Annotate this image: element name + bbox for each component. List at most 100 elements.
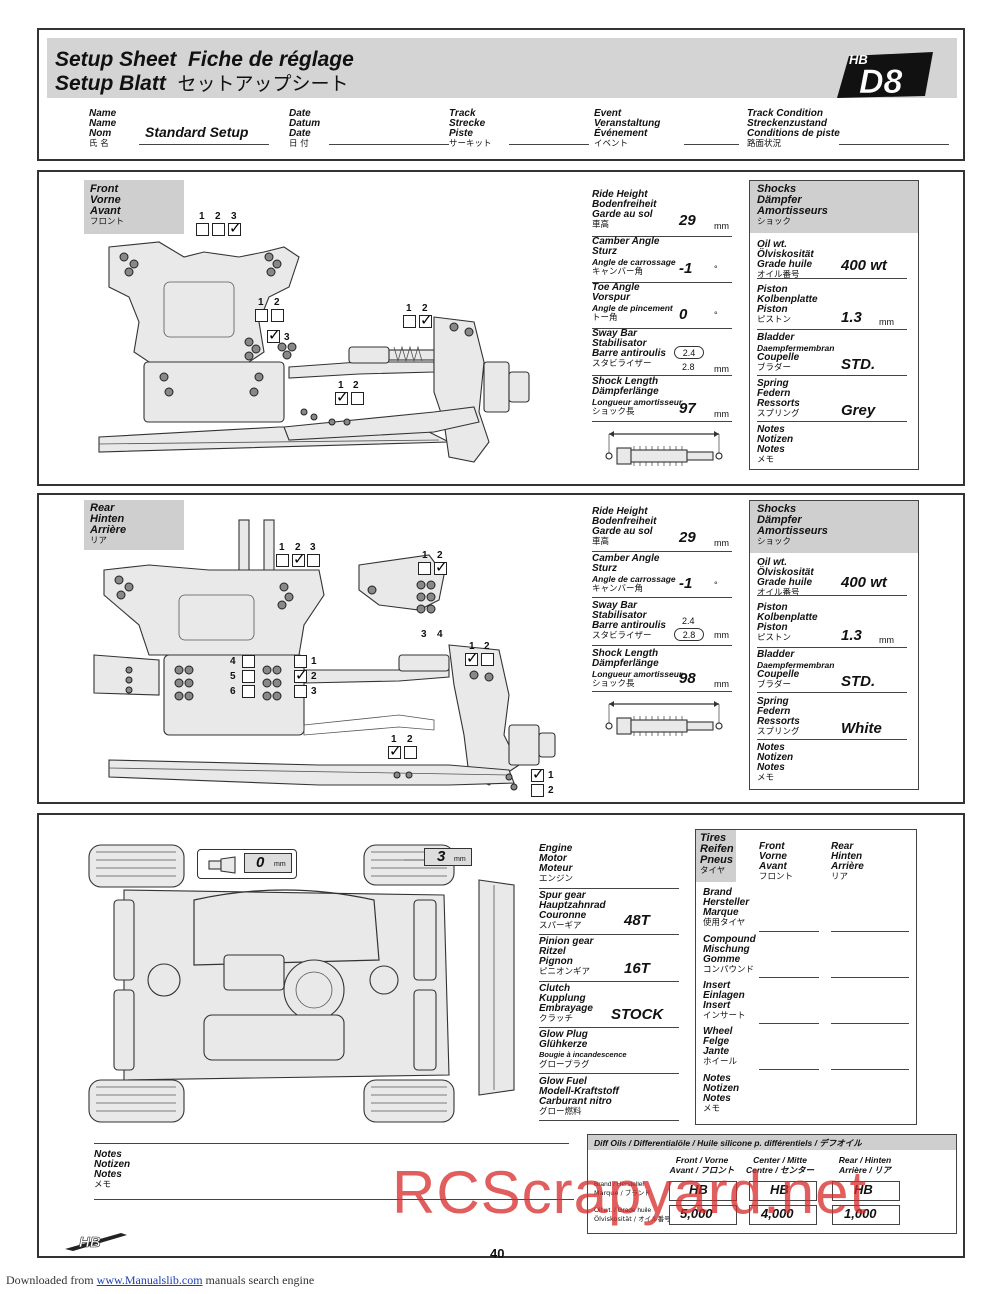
field-date: Date Datum Date 日 付	[289, 108, 321, 150]
rear-hubright-check-2[interactable]	[481, 653, 494, 666]
manualslib-link[interactable]: www.Manualslib.com	[96, 1273, 203, 1287]
front-shock-oil-value[interactable]: 400 wt	[841, 257, 887, 274]
diff-center-oil-value[interactable]: 4,000	[761, 1206, 794, 1221]
diff-front-brand-value[interactable]: HB	[689, 1182, 708, 1197]
rear-camber: Camber Angle Sturz Angle de carrossage キ…	[592, 553, 676, 595]
field-name-value[interactable]: Standard Setup	[145, 124, 249, 140]
front-inner-check-3[interactable]	[267, 326, 281, 344]
front-gap-value[interactable]: 0	[256, 854, 265, 871]
rear-armside-check-1[interactable]	[531, 765, 545, 783]
rear-tower-check-1[interactable]	[276, 554, 289, 567]
field-name: Name Name Nom 氏 名	[89, 108, 117, 150]
front-shock-bladder-value[interactable]: STD.	[841, 356, 876, 373]
front-hub-check-2[interactable]	[419, 311, 433, 329]
rear-innerright-num-1: 1	[311, 656, 317, 667]
front-inner-check-1[interactable]	[255, 309, 268, 322]
field-event: Event Veranstaltung Événement イベント	[594, 108, 661, 150]
rear-ride-height-value[interactable]: 29	[679, 529, 696, 546]
engine-label: Engine Motor Moteur エンジン	[539, 843, 574, 885]
rear-tower-check-3[interactable]	[307, 554, 320, 567]
rear-innerleft-check-5[interactable]	[242, 670, 255, 683]
clutch: Clutch Kupplung Embrayage クラッチ	[539, 983, 593, 1025]
d8-logo: HB D8	[837, 52, 933, 101]
front-inner-check-2[interactable]	[271, 309, 284, 322]
front-sway-option-1[interactable]: 2.4	[674, 346, 704, 359]
rear-sway-option-2[interactable]: 2.8	[674, 628, 704, 641]
front-tower-num-3: 3	[231, 211, 237, 222]
rear-hubright-num-1: 1	[469, 641, 475, 652]
front-shock-bladder: Bladder Daempfermembran Coupelle ブラダー	[757, 332, 835, 374]
diff-center-brand-value[interactable]: HB	[770, 1182, 789, 1197]
rear-hubbottom-num-4: 4	[437, 629, 443, 640]
rear-shock-oil-value[interactable]: 400 wt	[841, 574, 887, 591]
clutch-value[interactable]: STOCK	[611, 1006, 664, 1023]
rear-shock-spring: Spring Federn Ressorts スプリング	[757, 696, 800, 738]
front-shock-length-value[interactable]: 97	[679, 400, 696, 417]
rear-arm-check-2[interactable]	[404, 746, 417, 759]
title-jp-2: セットアップシート	[177, 73, 349, 95]
front-hub-check-1[interactable]	[403, 315, 416, 328]
diff-row-oil: Oil wt. / Grade huile Ölviskosität / オイル…	[594, 1207, 671, 1223]
hb-brand-logo: HB	[65, 1233, 127, 1251]
diff-rear-oil-value[interactable]: 1,000	[844, 1206, 877, 1221]
rear-armside-check-2[interactable]	[531, 784, 544, 797]
rear-innerleft-check-6[interactable]	[242, 685, 255, 698]
rear-camber-value[interactable]: -1	[679, 575, 693, 592]
front-arm-check-2[interactable]	[351, 392, 364, 405]
rear-hubtop-check-1[interactable]	[418, 562, 431, 575]
rear-innerright-check-3[interactable]	[294, 685, 307, 698]
glow-fuel: Glow Fuel Modell-Kraftstoff Carburant ni…	[539, 1076, 619, 1118]
front-shock-piston-value[interactable]: 1.3	[841, 309, 862, 326]
rear-hubtop-check-2[interactable]	[434, 558, 448, 576]
front-tower-num-2: 2	[215, 211, 221, 222]
rear-shock-piston: Piston Kolbenplatte Piston ピストン	[757, 602, 818, 644]
diff-front-oil-value[interactable]: 5,000	[680, 1206, 713, 1221]
rear-shocks-box	[749, 500, 919, 790]
rear-innerright-check-2[interactable]	[294, 666, 308, 684]
front-ride-height-value[interactable]: 29	[679, 212, 696, 229]
diff-rear-oil-cell[interactable]	[832, 1205, 900, 1225]
rear-shock-notes: Notes Notizen Notes メモ	[757, 742, 794, 784]
front-tower-check-3[interactable]	[228, 219, 242, 237]
rear-shock-spring-value[interactable]: White	[841, 720, 882, 737]
rear-shock-piston-value[interactable]: 1.3	[841, 627, 862, 644]
rear-gap-box[interactable]	[424, 848, 472, 866]
diff-front-oil-cell[interactable]	[669, 1205, 737, 1225]
front-tower-check-1[interactable]	[196, 223, 209, 236]
rear-sway-option-1[interactable]: 2.4	[682, 616, 695, 626]
diff-rear-brand-value[interactable]: HB	[854, 1182, 873, 1197]
front-shock-spring-value[interactable]: Grey	[841, 402, 876, 419]
pinion-gear: Pinion gear Ritzel Pignon ピニオンギア	[539, 936, 594, 978]
front-sway-option-2[interactable]: 2.8	[682, 362, 695, 372]
diff-center-oil-cell[interactable]	[749, 1205, 817, 1225]
spur-gear-value[interactable]: 48T	[624, 912, 650, 929]
rear-hubright-check-1[interactable]	[465, 649, 479, 667]
front-shocks-title: Shocks Dämpfer Amortisseurs ショック	[757, 183, 828, 228]
front-camber-value[interactable]: -1	[679, 260, 693, 277]
rear-innerright-num-2: 2	[311, 671, 317, 682]
front-suspension-diagram	[98, 241, 530, 463]
diff-rear-brand-cell[interactable]	[832, 1181, 900, 1201]
rear-innerleft-check-4[interactable]	[242, 655, 255, 668]
rear-tower-check-2[interactable]	[292, 550, 306, 568]
diff-oils-title: Diff Oils / Differentialöle / Huile sili…	[594, 1138, 862, 1148]
front-tower-check-2[interactable]	[212, 223, 225, 236]
rear-innerleft-num-4: 4	[230, 656, 236, 667]
front-arm-num-2: 2	[353, 380, 359, 391]
pinion-gear-value[interactable]: 16T	[624, 960, 650, 977]
front-toe: Toe Angle Vorspur Angle de pincement トー角	[592, 282, 673, 324]
rear-shock-bladder-value[interactable]: STD.	[841, 673, 876, 690]
hb-logo-text: HB	[79, 1234, 101, 1251]
rear-gap-value[interactable]: 3	[437, 848, 446, 865]
rear-shock-diagram	[605, 701, 723, 736]
front-toe-value[interactable]: 0	[679, 306, 688, 323]
front-arm-check-1[interactable]	[335, 388, 349, 406]
diff-center-brand-cell[interactable]	[749, 1181, 817, 1201]
diff-col-center: Center / Mitte Centre / センター	[745, 1155, 814, 1175]
rear-arm-check-1[interactable]	[388, 742, 402, 760]
diff-front-brand-cell[interactable]	[669, 1181, 737, 1201]
front-hub-num-1: 1	[406, 303, 412, 314]
front-shock-notes: Notes Notizen Notes メモ	[757, 424, 794, 466]
rear-shock-length-value[interactable]: 98	[679, 670, 696, 687]
front-gap-box[interactable]	[244, 853, 292, 873]
